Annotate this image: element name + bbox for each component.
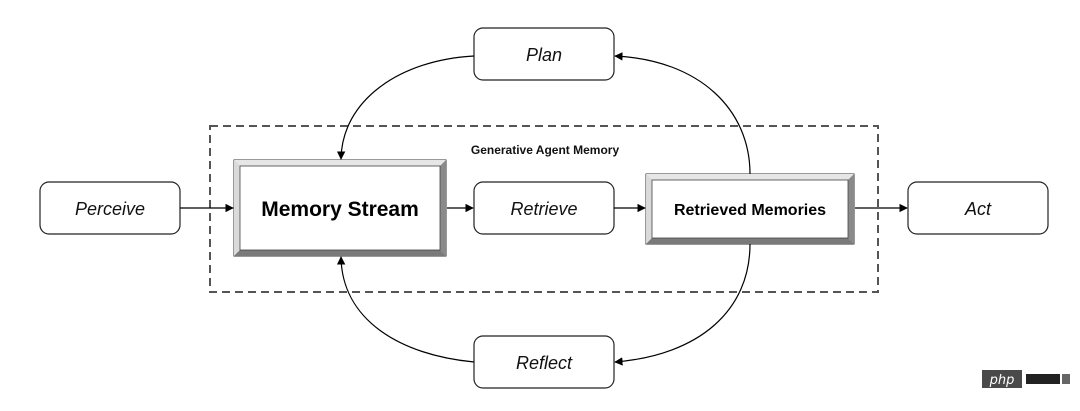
node-plan: Plan (473, 27, 615, 81)
group-label: Generative Agent Memory (471, 143, 620, 157)
node-retrieved-memories-label: Retrieved Memories (674, 202, 826, 219)
node-act: Act (907, 181, 1049, 235)
node-retrieve-label: Retrieve (510, 199, 577, 219)
arrow-plan-to-memory-stream (336, 55, 475, 160)
watermark: php (982, 370, 1070, 388)
node-perceive: Perceive (39, 181, 181, 235)
node-retrieved-memories: Retrieved Memories (645, 173, 855, 245)
node-act-label: Act (964, 199, 992, 219)
node-retrieve: Retrieve (473, 181, 615, 235)
node-reflect: Reflect (473, 335, 615, 389)
watermark-text: php (989, 373, 1015, 388)
arrow-reflect-to-memory-stream (336, 256, 475, 363)
node-plan-label: Plan (526, 45, 562, 65)
arrow-retrieved-memories-to-plan (614, 52, 751, 175)
node-memory-stream: Memory Stream (233, 159, 447, 257)
node-reflect-label: Reflect (516, 353, 573, 373)
arrow-retrieved-memories-to-reflect (614, 243, 751, 366)
node-perceive-label: Perceive (75, 199, 145, 219)
node-memory-stream-label: Memory Stream (261, 198, 419, 221)
